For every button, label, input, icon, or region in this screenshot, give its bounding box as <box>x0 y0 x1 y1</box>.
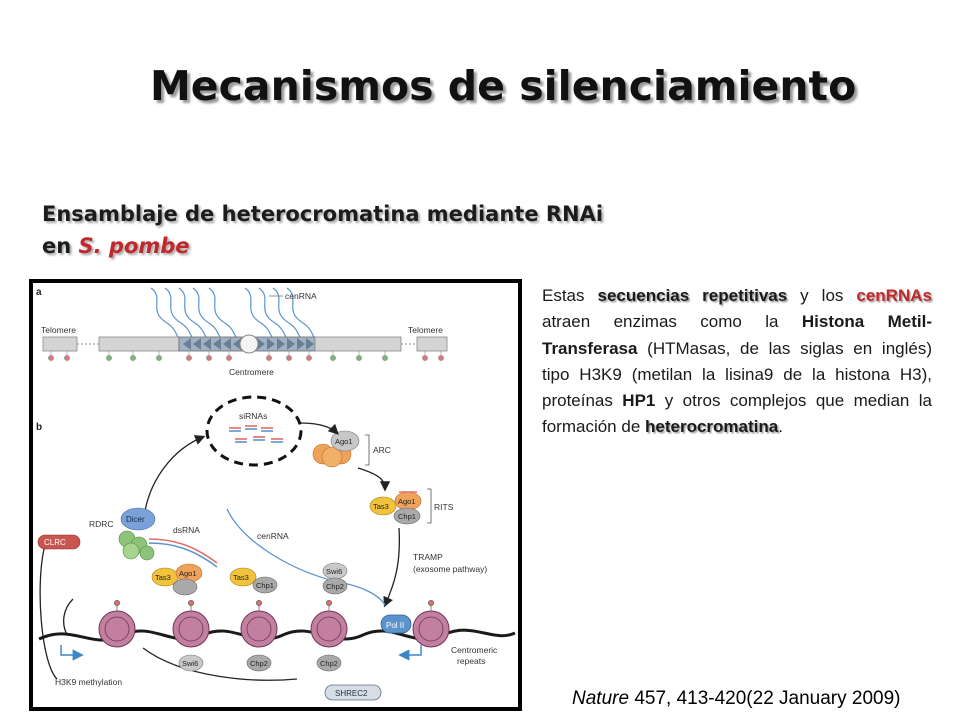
label-dicer: Dicer <box>126 515 145 524</box>
citation-journal: Nature <box>572 688 630 709</box>
citation: Nature 457, 413-420(22 January 2009) <box>572 688 947 710</box>
panel-b-label: b <box>36 422 42 433</box>
citation-rest: , 413-420(22 January 2009) <box>666 688 901 709</box>
label-telomere-right: Telomere <box>408 325 443 335</box>
label-telomere-left: Telomere <box>41 325 76 335</box>
rits-on-chromatin-2 <box>229 567 278 594</box>
figure-diagram: a cenRNA Telomere Telomere <box>36 287 516 701</box>
desc-text-5: y otros complejos que median la formació… <box>542 391 932 437</box>
swi6-bottom-blob <box>178 654 204 672</box>
desc-text-1: Estas <box>542 286 598 305</box>
label-ago1-1: Ago1 <box>179 569 197 578</box>
label-exosome: (exosome pathway) <box>413 564 487 574</box>
dsrna-strand-2 <box>148 542 218 568</box>
label-swi6-top: Swi6 <box>326 567 342 576</box>
rits-on-chromatin-1 <box>151 563 203 596</box>
dicer-blob <box>120 507 156 531</box>
slide-title: Mecanismos de silenciamiento <box>150 62 857 110</box>
repeat-arrows <box>183 338 314 350</box>
label-tramp: TRAMP <box>413 552 443 562</box>
label-shrec2: SHREC2 <box>335 689 368 698</box>
label-centromere: Centromere <box>229 367 274 377</box>
panel-a-label: a <box>36 287 42 298</box>
rits-complex <box>369 491 422 525</box>
nucleosomes <box>98 610 450 648</box>
label-h3k9-methylation: H3K9 methylation <box>55 677 122 687</box>
subtitle-line-1: Ensamblaje de heterocromatina mediante R… <box>42 202 604 226</box>
arc-bracket <box>365 434 370 466</box>
slide-subtitle: Ensamblaje de heterocromatina mediante R… <box>42 198 742 262</box>
shrec2-blob <box>324 684 382 701</box>
label-centromeric-repeats-2: repeats <box>457 656 485 666</box>
desc-text-4: (HTMasas, de las siglas en inglés) tipo … <box>542 338 932 411</box>
chp2-bottom-blob-2 <box>316 654 342 672</box>
sirna-pool-outline <box>205 395 303 467</box>
label-ago1-rits: Ago1 <box>398 497 416 506</box>
centromere-core <box>239 334 259 354</box>
subtitle-line-2-prefix: en <box>42 234 79 258</box>
clrc-blob <box>37 534 81 550</box>
chp2-bottom-blob <box>246 654 272 672</box>
highlight-secuencias-repetitivas: secuencias repetitivas <box>597 286 788 305</box>
highlight-cenrnas: cenRNAs <box>856 286 932 305</box>
label-tas3-2: Tas3 <box>233 573 249 582</box>
label-chp2-top: Chp2 <box>326 582 344 591</box>
desc-text-6: . <box>778 417 783 437</box>
rdrc-complex <box>118 530 155 561</box>
label-arc: ARC <box>373 445 391 455</box>
label-cenrna-top: cenRNA <box>285 291 317 301</box>
label-chp2-bottom: Chp2 <box>250 659 268 668</box>
label-tas3-1: Tas3 <box>155 573 171 582</box>
label-chp1-2: Chp1 <box>256 581 274 590</box>
sirna-duplexes <box>229 425 283 443</box>
subtitle-species: S. pombe <box>78 234 190 258</box>
label-tas3-rits: Tas3 <box>373 502 389 511</box>
label-chp1-rits: Chp1 <box>398 512 416 521</box>
rits-bracket <box>427 488 432 524</box>
reverse-transcription-arrow <box>398 645 422 661</box>
desc-text-2: y los <box>787 286 857 305</box>
label-centromeric-repeats-1: Centromeric <box>451 645 498 655</box>
label-rdrc: RDRC <box>89 519 114 529</box>
rnai-heterochromatin-figure: a cenRNA Telomere Telomere <box>29 279 522 711</box>
label-chp2-bottom-2: Chp2 <box>320 659 338 668</box>
cenrna-transcript-mid <box>226 508 386 606</box>
label-cenrna-mid: cenRNA <box>257 531 289 541</box>
label-swi6-bottom: Swi6 <box>182 659 198 668</box>
citation-volume: 457 <box>634 688 667 709</box>
chromosome-markers <box>48 351 444 361</box>
bold-histona-metil-transferasa: Histona Metil-Transferasa <box>542 312 932 358</box>
bold-hp1: HP1 <box>622 391 656 411</box>
methylation-marks <box>114 599 434 611</box>
label-dsrna: dsRNA <box>173 525 200 535</box>
label-clrc: CLRC <box>44 538 66 547</box>
forward-transcription-arrow <box>60 645 84 661</box>
highlight-heterocromatina: heterocromatina <box>645 417 779 437</box>
label-rits: RITS <box>434 502 454 512</box>
cenrna-transcripts <box>150 287 322 346</box>
pathway-arrows <box>39 422 401 681</box>
hp1-on-chromatin <box>322 562 348 595</box>
label-ago1-arc: Ago1 <box>335 437 353 446</box>
pol2-blob <box>380 614 412 634</box>
dsrna-strand-1 <box>148 538 218 564</box>
description-paragraph: Estas secuencias repetitivas y los cenRN… <box>542 283 932 441</box>
arc-complex <box>312 430 360 468</box>
label-pol2: Pol II <box>386 621 404 630</box>
label-sirnas: siRNAs <box>239 411 267 421</box>
desc-text-3: atraen enzimas como la <box>542 312 802 332</box>
